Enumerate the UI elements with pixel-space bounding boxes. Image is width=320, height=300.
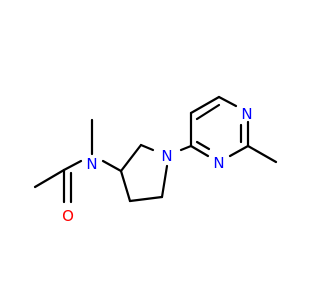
bond-c6-n1-pyr (217, 95, 238, 108)
bond-n3-c4-pyr-inner (195, 140, 211, 151)
atom-label-pyrrolidine-nitrogen: N (161, 147, 172, 165)
bond-layer (33, 95, 278, 204)
atom-label-layer: N O N N N (62, 105, 253, 225)
bond-c5-c4 (128, 195, 164, 203)
bond-amide-n-c3 (101, 159, 123, 173)
bond-c2-methyl-pyr (246, 144, 278, 164)
bond-n3-c4-pyr (189, 144, 210, 158)
bond-methyl-carbonyl (33, 168, 66, 189)
atom-label-pyrimidine-nitrogen-1: N (241, 105, 252, 123)
bond-c2-n1 (139, 143, 155, 152)
chemical-structure-diagram: N O N N N (33, 95, 278, 225)
bond-c5-c6-pyr (189, 95, 221, 115)
bond-n1-pyrimidine (179, 144, 193, 152)
bond-n1-c5 (160, 164, 169, 199)
bond-c5-c6-pyr-inner (195, 103, 221, 121)
atom-label-amide-nitrogen: N (86, 155, 97, 173)
atom-label-carbonyl-oxygen: O (62, 207, 74, 225)
bond-c3-c2 (119, 143, 143, 173)
bond-c4-c3 (119, 169, 132, 203)
bond-c2-n3-pyr (228, 144, 250, 158)
atom-label-pyrimidine-nitrogen-3: N (213, 154, 224, 172)
bond-carbonyl-amide-n (62, 159, 83, 172)
